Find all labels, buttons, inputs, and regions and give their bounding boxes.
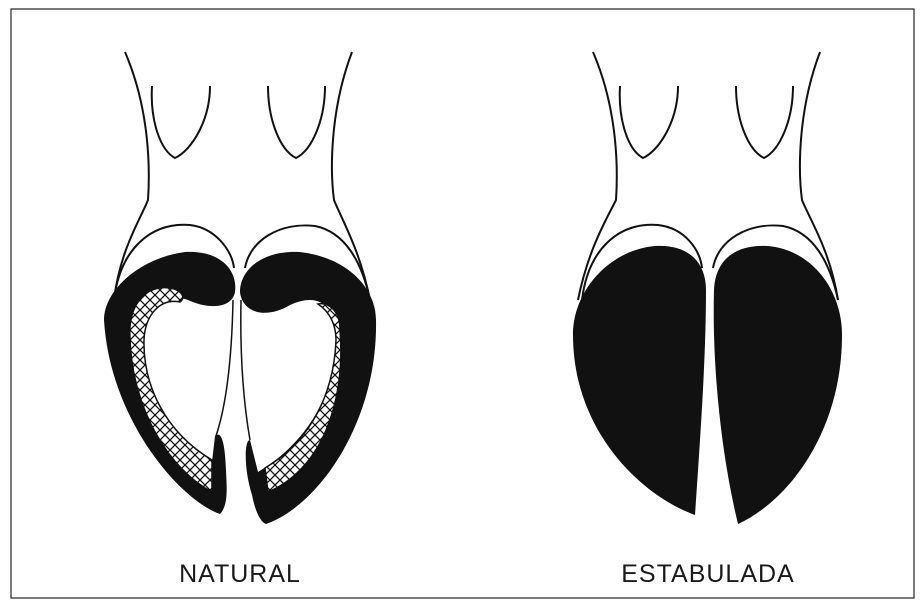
- natural-label: NATURAL: [90, 560, 390, 589]
- natural-right-claw-inner: [241, 300, 250, 440]
- natural-dewclaw-right: [268, 86, 325, 158]
- estabulada-label: ESTABULADA: [558, 560, 858, 589]
- natural-leg-outline-left: [114, 52, 149, 300]
- estabulada-dewclaw-left: [620, 86, 678, 158]
- natural-left-claw-inner: [216, 300, 233, 436]
- estabulada-right-claw: [714, 246, 842, 524]
- estabulada-hoof: [573, 52, 842, 524]
- natural-dewclaw-left: [152, 86, 210, 158]
- natural-hoof: [104, 52, 376, 524]
- natural-leg-outline-right: [332, 52, 370, 300]
- natural-right-claw-wall: [240, 252, 376, 524]
- estabulada-dewclaw-right: [736, 86, 793, 158]
- estabulada-left-claw: [573, 246, 706, 515]
